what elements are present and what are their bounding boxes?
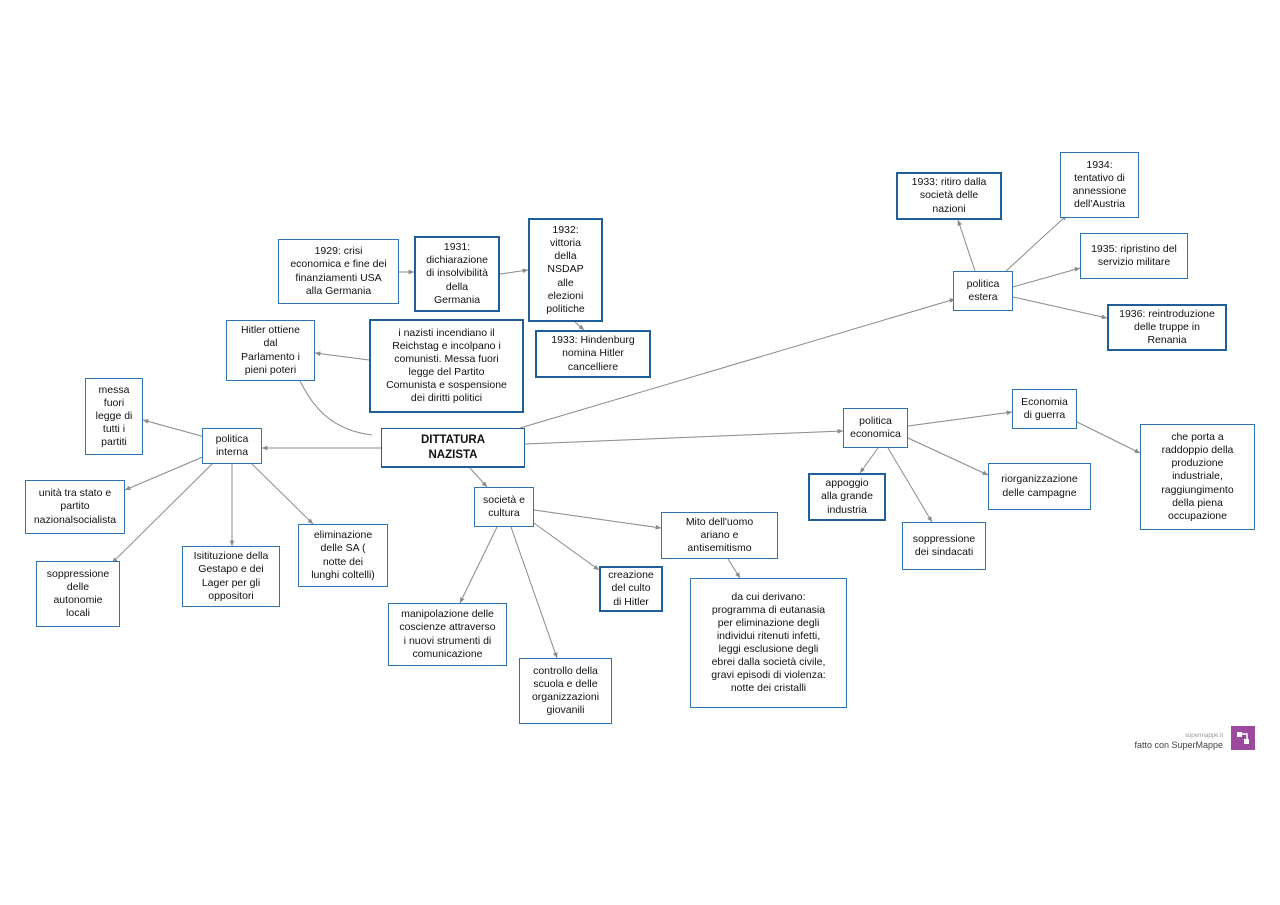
node-ritiro-societa-nazioni[interactable]: 1933: ritiro dalla società delle nazioni	[896, 172, 1002, 220]
connector-line	[519, 298, 956, 429]
node-mito-uomo-ariano[interactable]: Mito dell'uomo ariano e antisemitismo	[661, 512, 778, 559]
node-servizio-militare-1935[interactable]: 1935: ripristino del servizio militare	[1080, 233, 1188, 279]
connector-line	[459, 526, 498, 604]
node-eliminazione-sa[interactable]: eliminazione delle SA ( notte dei lunghi…	[298, 524, 388, 587]
node-manipolazione-coscienze[interactable]: manipolazione delle coscienze attraverso…	[388, 603, 507, 666]
node-politica-economica[interactable]: politica economica	[843, 408, 908, 448]
node-hindenburg-1933[interactable]: 1933: Hindenburg nomina Hitler cancellie…	[535, 330, 651, 378]
connector-line	[299, 380, 373, 436]
node-raddoppio-produzione[interactable]: che porta a raddoppio della produzione i…	[1140, 424, 1255, 530]
brand-site-text: supermappe.it	[1184, 733, 1223, 739]
connector-line	[111, 463, 213, 564]
connector-line	[1004, 214, 1068, 273]
supermappe-logo-icon	[1231, 726, 1255, 750]
node-renania-1936[interactable]: 1936: reintroduzione delle truppe in Ren…	[1107, 304, 1227, 351]
node-root-dittatura-nazista[interactable]: DITTATURA NAZISTA	[381, 428, 525, 468]
connector-line	[859, 447, 879, 474]
node-insolvibilita-1931[interactable]: 1931: dichiarazione di insolvibilità del…	[414, 236, 500, 312]
connector-line	[1076, 421, 1141, 454]
connector-line	[142, 419, 206, 438]
connector-line	[469, 467, 488, 488]
node-appoggio-industria[interactable]: appoggio alla grande industria	[808, 473, 886, 521]
connector-line	[887, 447, 933, 523]
node-austria-1934[interactable]: 1934: tentativo di annessione dell'Austr…	[1060, 152, 1139, 218]
connector-line	[1012, 296, 1108, 320]
node-controllo-scuola[interactable]: controllo della scuola e delle organizza…	[519, 658, 612, 724]
node-unita-stato-partito[interactable]: unità tra stato e partito nazionalsocial…	[25, 480, 125, 534]
node-eutanasia-notte-cristalli[interactable]: da cui derivano: programma di eutanasia …	[690, 578, 847, 708]
node-riorganizzazione-campagne[interactable]: riorganizzazione delle campagne	[988, 463, 1091, 510]
node-gestapo-lager[interactable]: Isitituzione della Gestapo e dei Lager p…	[182, 546, 280, 607]
connector-line	[510, 526, 558, 659]
connector-line	[727, 558, 741, 579]
connector-line	[524, 428, 844, 445]
connector-line	[907, 410, 1013, 427]
node-societa-cultura[interactable]: società e cultura	[474, 487, 534, 527]
node-crisi-1929[interactable]: 1929: crisi economica e fine dei finanzi…	[278, 239, 399, 304]
node-politica-estera[interactable]: politica estera	[953, 271, 1013, 311]
connector-line	[907, 437, 989, 476]
connector-line	[530, 520, 600, 571]
supermappe-brand: supermappe.it fatto con SuperMappe	[1130, 726, 1255, 752]
connector-line	[1012, 267, 1081, 288]
brand-made-with-text: fatto con SuperMappe	[1134, 740, 1223, 750]
node-messa-fuori-legge[interactable]: messa fuori legge di tutti i partiti	[85, 378, 143, 455]
connector-line	[251, 463, 314, 525]
node-politica-interna[interactable]: politica interna	[202, 428, 262, 464]
connector-line	[533, 509, 662, 530]
connector-line	[314, 351, 370, 361]
connector-line	[957, 219, 976, 272]
node-culto-di-hitler[interactable]: creazione del culto di Hitler	[599, 566, 663, 612]
node-vittoria-nsdap-1932[interactable]: 1932: vittoria della NSDAP alle elezioni…	[528, 218, 603, 322]
node-hitler-pieni-poteri[interactable]: Hitler ottiene dal Parlamento i pieni po…	[226, 320, 315, 381]
connector-line	[124, 455, 206, 491]
node-incendio-reichstag[interactable]: i nazisti incendiano il Reichstag e inco…	[369, 319, 524, 413]
node-economia-di-guerra[interactable]: Economia di guerra	[1012, 389, 1077, 429]
connector-line	[574, 321, 585, 331]
node-soppressione-autonomie[interactable]: soppressione delle autonomie locali	[36, 561, 120, 627]
connector-line	[499, 268, 529, 275]
node-soppressione-sindacati[interactable]: soppressione dei sindacati	[902, 522, 986, 570]
